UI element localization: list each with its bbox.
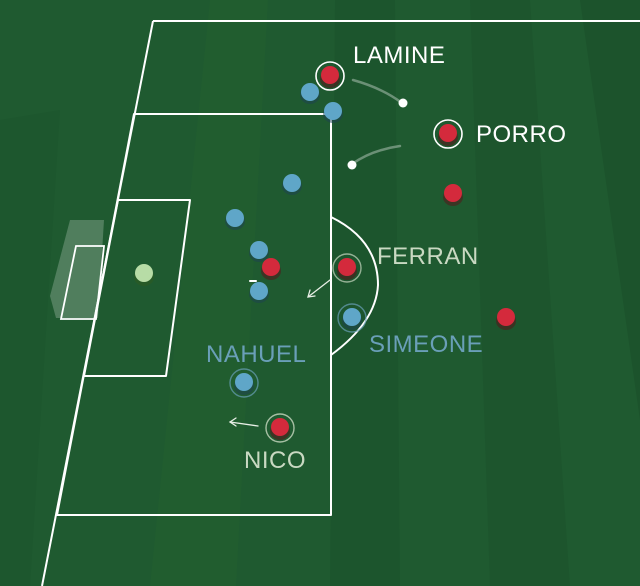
ball bbox=[398, 98, 408, 108]
player-label-porro: PORRO bbox=[476, 121, 567, 148]
player-nahuel[interactable]: NAHUEL bbox=[206, 341, 306, 398]
player-lamine[interactable]: LAMINE bbox=[315, 42, 445, 91]
goal bbox=[50, 220, 106, 320]
player-marker[interactable] bbox=[443, 184, 463, 206]
movement-arrows bbox=[228, 279, 331, 427]
player-label-nico: NICO bbox=[244, 447, 306, 474]
player-marker[interactable] bbox=[282, 174, 302, 195]
goalkeeper-marker[interactable] bbox=[134, 264, 154, 286]
player-ferran[interactable]: FERRAN bbox=[332, 243, 479, 283]
ball-trail-2 bbox=[350, 144, 402, 166]
player-marker[interactable] bbox=[261, 258, 281, 280]
player-label-nahuel: NAHUEL bbox=[206, 341, 306, 368]
players-away bbox=[225, 83, 343, 303]
player-nico[interactable]: NICO bbox=[244, 413, 306, 474]
player-label-lamine: LAMINE bbox=[353, 42, 445, 69]
nico-run-arrow bbox=[228, 417, 259, 427]
ball-trail-1 bbox=[351, 78, 404, 105]
player-label-ferran: FERRAN bbox=[377, 243, 479, 270]
penalty-box bbox=[56, 113, 332, 516]
player-marker[interactable] bbox=[249, 282, 269, 303]
player-marker[interactable] bbox=[225, 209, 245, 230]
player-marker[interactable] bbox=[300, 83, 320, 104]
player-marker[interactable] bbox=[249, 241, 269, 262]
player-label-simeone: SIMEONE bbox=[369, 331, 483, 358]
ferran-run-arrow bbox=[307, 279, 331, 298]
player-marker[interactable] bbox=[323, 102, 343, 123]
player-simeone[interactable]: SIMEONE bbox=[337, 303, 483, 358]
ball-trails bbox=[347, 78, 408, 170]
ball-previous bbox=[347, 160, 357, 170]
player-porro[interactable]: PORRO bbox=[433, 119, 567, 149]
penalty-arc bbox=[330, 216, 379, 356]
player-marker[interactable] bbox=[496, 308, 516, 330]
players-home bbox=[261, 184, 516, 330]
